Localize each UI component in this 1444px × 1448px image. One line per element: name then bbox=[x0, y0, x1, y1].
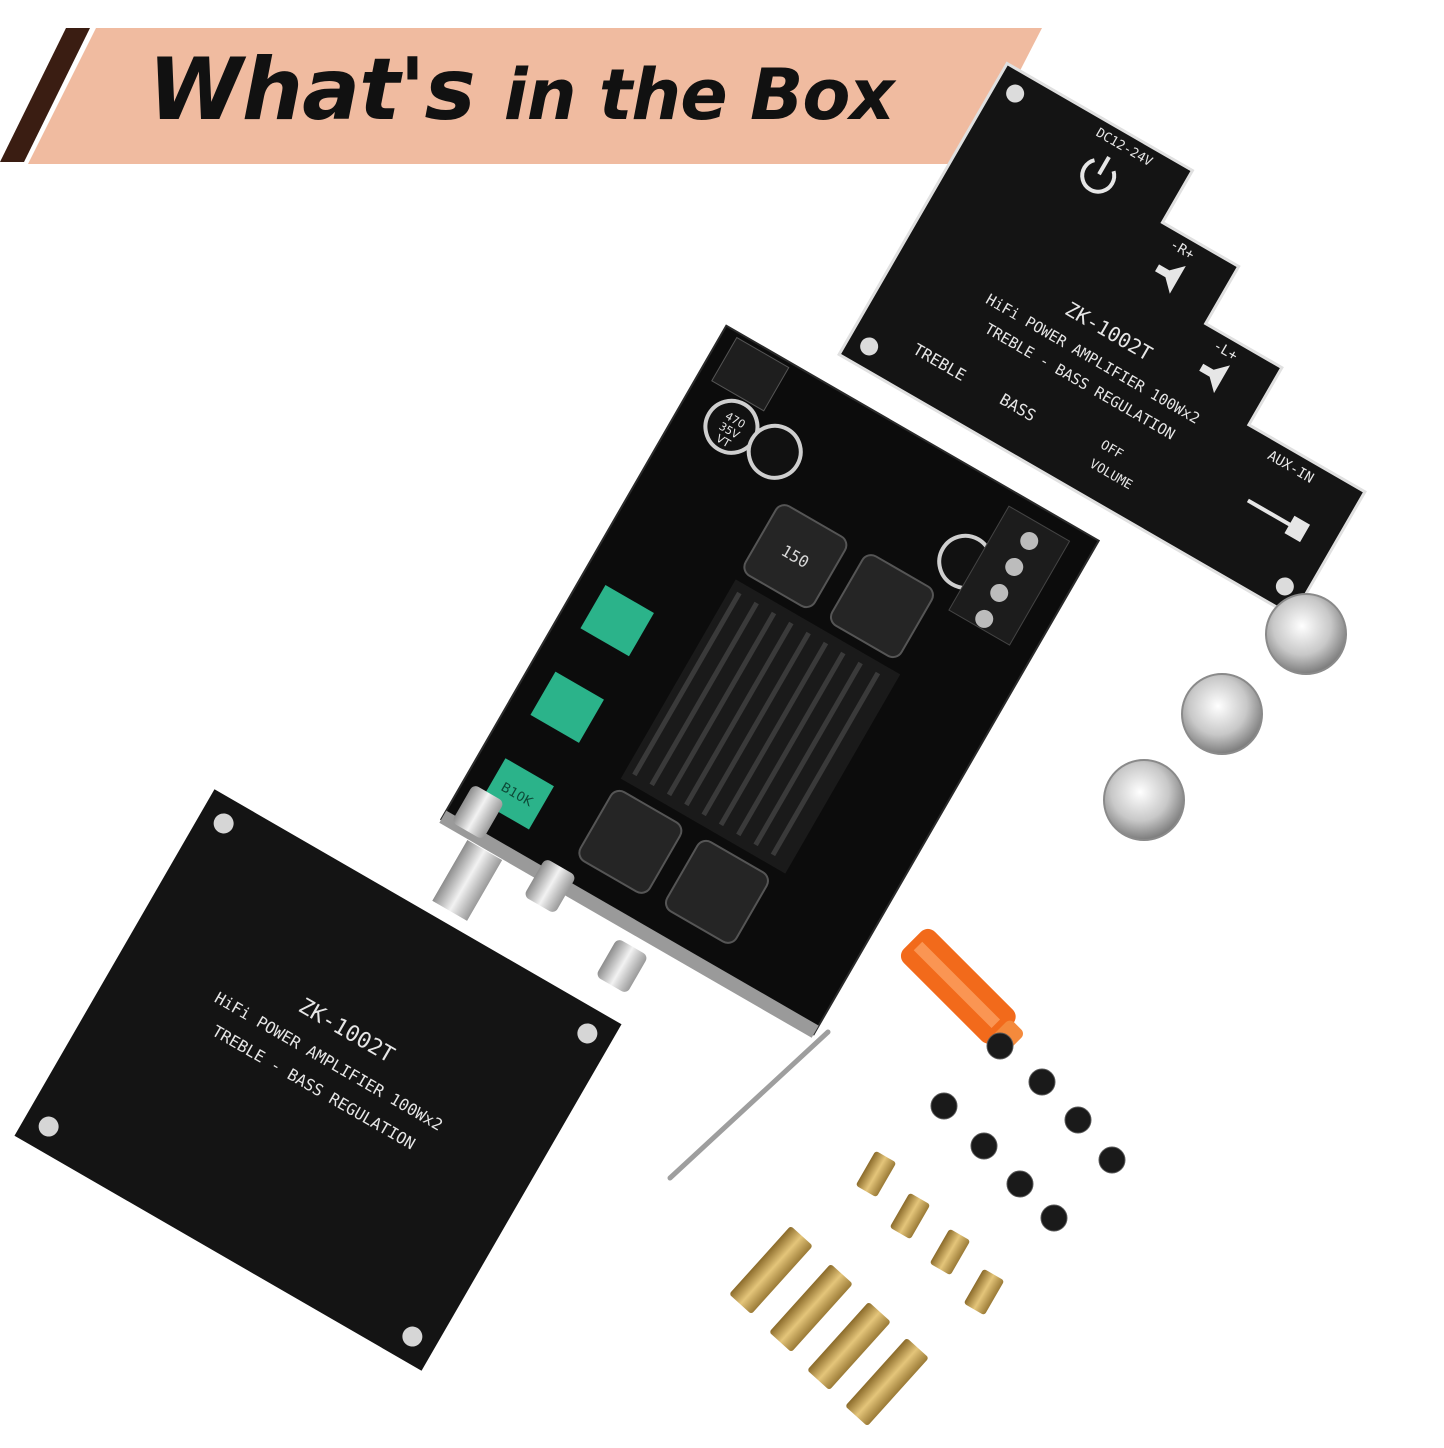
capacitor-series: VT bbox=[714, 432, 733, 451]
screws bbox=[930, 1032, 1126, 1232]
dc-jack bbox=[711, 336, 790, 412]
knob-cap bbox=[1265, 593, 1347, 675]
knob-caps bbox=[1103, 593, 1347, 841]
speaker-icon bbox=[1155, 264, 1231, 394]
knob-cap bbox=[1103, 759, 1185, 841]
knob-shafts bbox=[432, 840, 503, 921]
banner-title-rest: in the Box bbox=[503, 54, 895, 136]
brass-standoffs bbox=[730, 1151, 1004, 1425]
top-acrylic-plate: ZK-1002T HiFi POWER AMPLIFIER 100Wx2 TRE… bbox=[837, 61, 1367, 619]
banner-background bbox=[28, 28, 1042, 164]
pot-shafts bbox=[453, 786, 647, 992]
banner-stripe bbox=[0, 28, 90, 162]
power-icon bbox=[1080, 155, 1117, 194]
speaker-terminal bbox=[948, 505, 1071, 646]
heatsink bbox=[620, 579, 901, 874]
inductors: 150 bbox=[578, 504, 934, 944]
bottom-acrylic-plate: ZK-1002T HiFi POWER AMPLIFIER 100Wx2 TRE… bbox=[14, 789, 622, 1371]
banner-title-main: What's bbox=[148, 40, 476, 140]
potentiometers: B10K bbox=[480, 585, 654, 830]
amplifier-board: 150 470 35V VT B10K bbox=[432, 324, 1101, 1038]
banner-title: What's in the Box bbox=[148, 40, 895, 140]
headphone-jack-icon bbox=[1246, 498, 1311, 543]
knob-cap bbox=[1181, 673, 1263, 755]
banner bbox=[0, 28, 1042, 164]
